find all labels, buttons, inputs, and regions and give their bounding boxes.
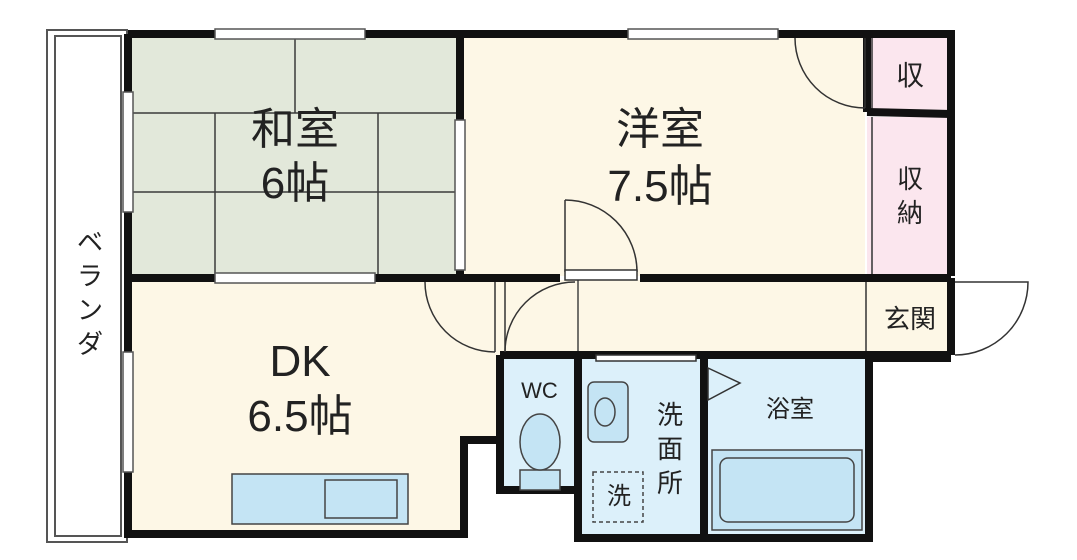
windows <box>122 28 779 473</box>
wc-label: WC <box>521 378 558 403</box>
youshitsu-name: 洋室 <box>616 105 704 154</box>
fixtures <box>231 381 863 531</box>
youshitsu-floor <box>460 38 865 276</box>
yokushitsu-label: 浴室 <box>766 396 814 423</box>
sen-label: 洗 <box>607 483 631 510</box>
hall-floor <box>500 280 947 355</box>
tatami-lines <box>132 38 458 276</box>
dk-name: DK <box>269 337 331 386</box>
shu-floor <box>867 38 947 112</box>
genkan-label: 玄関 <box>883 304 936 334</box>
washitsu-name: 和室 <box>251 105 339 154</box>
shuno-floor <box>867 117 947 276</box>
veranda-label: ベ ラ ン ダ <box>76 227 103 359</box>
senmenjo-label: 洗 面 所 <box>656 400 683 498</box>
toilet-bowl <box>519 413 561 471</box>
toilet-tank <box>519 469 561 491</box>
dk-size: 6.5帖 <box>247 392 353 441</box>
washer-space <box>592 471 644 523</box>
shuno-label: 収 納 <box>896 164 923 228</box>
shu-label: 収 <box>895 60 924 91</box>
dk-floor <box>132 280 578 530</box>
washitsu-size: 6帖 <box>260 159 330 208</box>
doors <box>424 37 1029 402</box>
youshitsu-size: 7.5帖 <box>607 162 713 211</box>
